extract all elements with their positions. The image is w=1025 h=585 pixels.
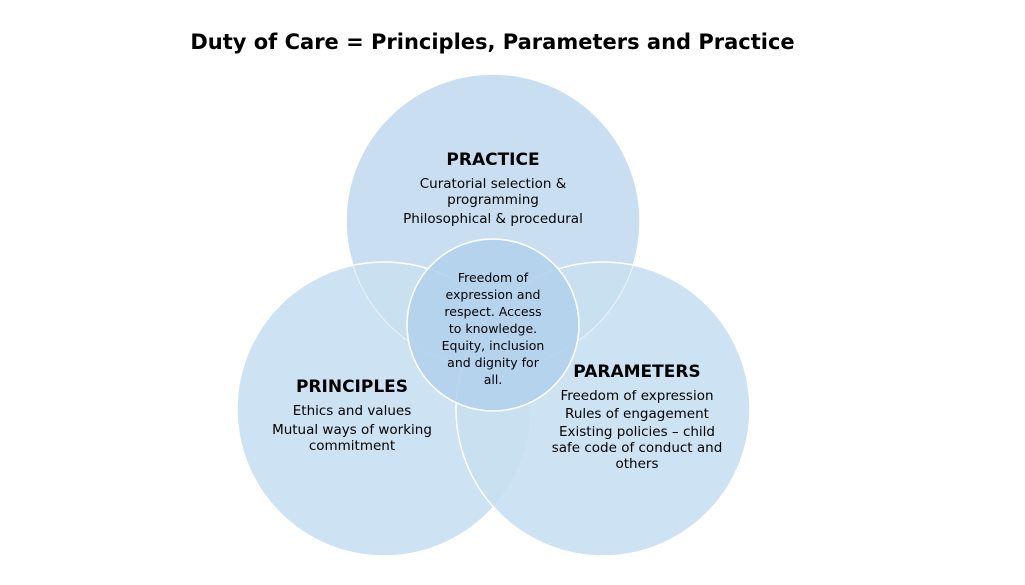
practice-line: Philosophical & procedural [403, 211, 583, 227]
parameters-line: Rules of engagement [565, 406, 709, 422]
practice-label: PRACTICE Curatorial selection & programm… [395, 152, 591, 230]
principles-heading: PRINCIPLES [295, 377, 409, 397]
principles-line: Ethics and values [292, 403, 412, 419]
parameters-line: Freedom of expression [560, 388, 714, 404]
practice-heading: PRACTICE [446, 150, 540, 170]
parameters-heading: PARAMETERS [573, 362, 701, 382]
parameters-label: PARAMETERS Freedom of expression Rules o… [549, 364, 725, 475]
principles-label: PRINCIPLES Ethics and values Mutual ways… [262, 379, 442, 457]
parameters-line: Existing policies – child safe code of c… [551, 424, 723, 472]
principles-line: Mutual ways of working commitment [272, 422, 432, 454]
diagram-title: Duty of Care = Principles, Parameters an… [190, 30, 795, 54]
center-circle [406, 238, 580, 412]
practice-line: Curatorial selection & programming [419, 176, 567, 208]
center-text: Freedom of expression and respect. Acces… [441, 270, 545, 387]
